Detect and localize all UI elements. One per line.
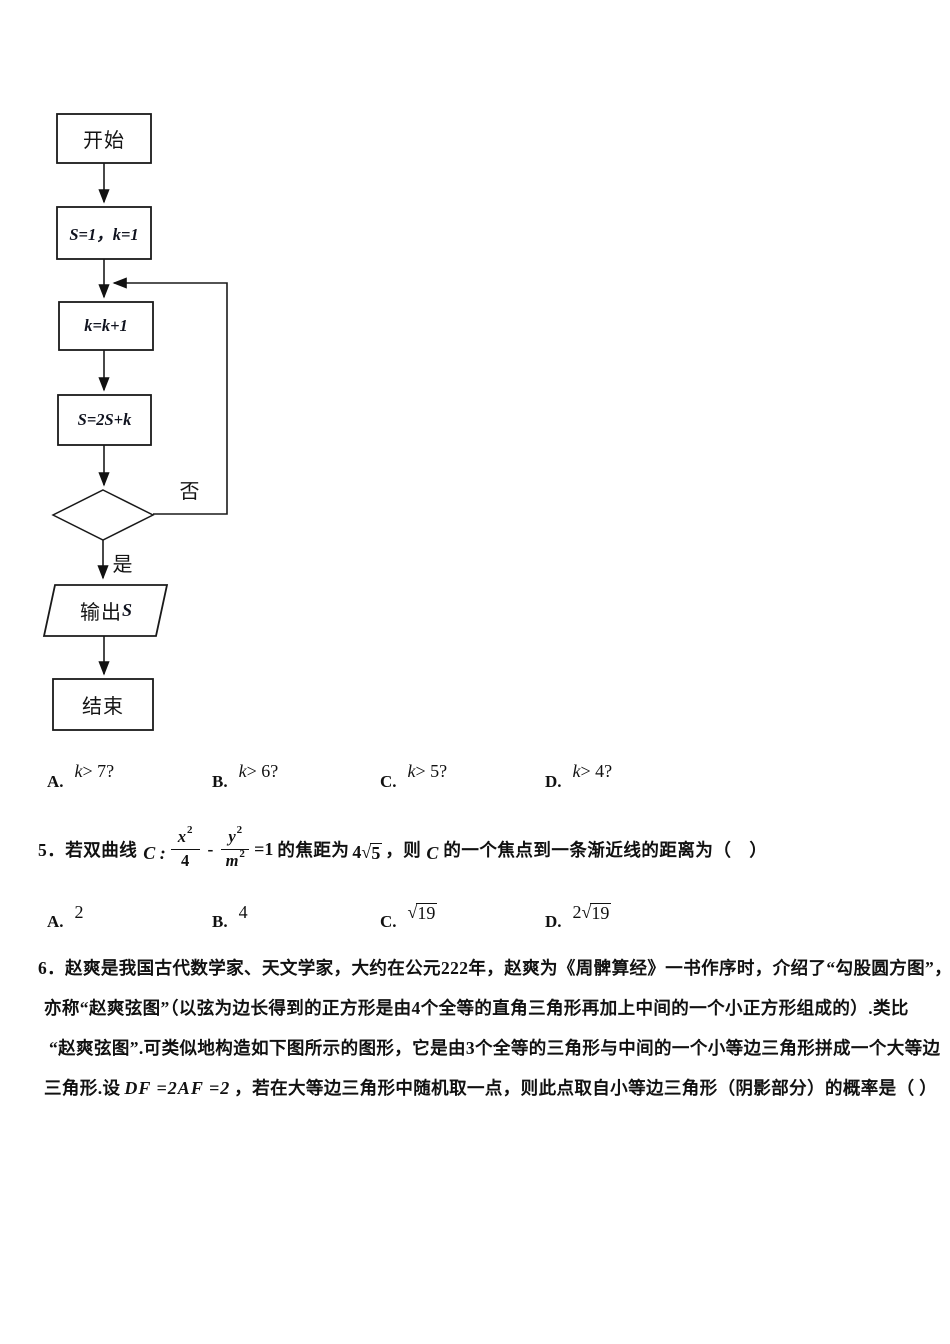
flowchart-no-label: 否 <box>179 480 201 503</box>
q5-focal-pre: 4√ <box>352 842 372 863</box>
q4-option-a-rest: > 7? <box>82 761 115 781</box>
q4-option-d-label: D. <box>545 772 562 791</box>
q5-focal-distance: 4√5 <box>352 842 383 864</box>
feedback-loop-line <box>112 277 228 515</box>
q5-frac1-var: x <box>177 827 186 846</box>
q5-option-b: B. 4 <box>212 892 248 930</box>
increment-box-shape <box>58 301 154 351</box>
output-parallelogram <box>42 584 169 637</box>
q4-option-c-var: k <box>407 761 416 781</box>
q5-option-d-label: D. <box>545 912 562 931</box>
q5-frac1-den: 4 <box>181 850 190 870</box>
flowchart-figure <box>42 113 228 731</box>
q4-option-b: B. k > 6? <box>212 756 278 790</box>
init-box-shape <box>56 206 152 260</box>
q5-minus-sign: - <box>207 838 214 859</box>
q4-option-a-label: A. <box>47 772 64 791</box>
q5-stem-post: 的一个焦点到一条渐近线的距离为（ ） <box>443 839 768 860</box>
q5-option-c-radicand: 19 <box>416 903 438 924</box>
q5-curve-name: C : <box>143 842 166 863</box>
q5-frac1-exp: 2 <box>187 824 193 836</box>
q5-option-b-value: 4 <box>238 902 248 922</box>
q4-option-a: A. k > 7? <box>47 756 114 790</box>
q6-line-2: 亦称“赵爽弦图”（以弦为边长得到的正方形是由4个全等的直角三角形再加上中间的一个… <box>44 998 909 1018</box>
q5-option-d-radicand: 19 <box>590 903 612 924</box>
flowchart-output-text: 输出 <box>79 602 122 624</box>
q5-stem-then: ，则 <box>385 839 422 860</box>
q5-frac2-den-exp: 2 <box>239 847 245 860</box>
q6-line-1: 6．赵爽是我国古代数学家、天文学家，大约在公元222年，赵爽为《周髀算经》一书作… <box>38 958 950 978</box>
q4-option-a-var: k <box>74 761 83 781</box>
q5-option-c-label: C. <box>380 912 397 931</box>
q5-frac2-var: y <box>228 827 236 846</box>
q5-equals-one: =1 <box>254 838 274 859</box>
accumulate-box-shape <box>57 394 152 446</box>
q5-option-d-sqrt: 2√ <box>572 902 592 923</box>
q4-option-d-var: k <box>572 761 581 781</box>
q5-curve-var: C <box>426 842 439 863</box>
flowchart-yes-label: 是 <box>112 553 134 576</box>
q6-line-4-post: ，若在大等边三角形中随机取一点，则此点取自小等边三角形（阴影部分）的概率是（ ） <box>234 1078 938 1098</box>
q5-frac2-den-var: m <box>225 850 239 870</box>
q5-option-a: A. 2 <box>47 892 84 930</box>
flowchart-start-label: 开始 <box>83 130 125 152</box>
q6-line-4-pre: 三角形.设 <box>44 1078 121 1098</box>
flowchart-increment-label: k=k+1 <box>84 316 128 335</box>
q5-frac2-exp: 2 <box>236 824 243 836</box>
q5-option-b-label: B. <box>212 912 228 931</box>
q4-option-b-var: k <box>238 761 247 781</box>
end-box-shape <box>52 678 154 731</box>
flowchart-accumulate-label: S=2S+k <box>77 410 132 429</box>
q5-option-d: D. 2√19 <box>545 892 612 931</box>
q6-line-4-math: DF =2AF =2 <box>124 1078 231 1098</box>
q4-option-c: C. k > 5? <box>380 756 447 790</box>
q5-focal-radicand: 5 <box>370 843 383 864</box>
flowchart-output-var: S <box>121 600 132 620</box>
q5-option-a-label: A. <box>47 912 64 931</box>
flowchart-end-label: 结束 <box>82 696 124 718</box>
q4-option-d-rest: > 4? <box>580 761 613 781</box>
q5-stem-mid: 的焦距为 <box>277 839 350 860</box>
q6-stem: 6．赵爽是我国古代数学家、天文学家，大约在公元222年，赵爽为《周髀算经》一书作… <box>38 948 950 1108</box>
decision-diamond <box>51 489 155 541</box>
q4-option-c-label: C. <box>380 772 397 791</box>
q4-option-c-rest: > 5? <box>415 761 448 781</box>
q5-option-c: C. √19 <box>380 892 438 931</box>
q5-option-a-value: 2 <box>74 902 84 922</box>
q6-line-3: “赵爽弦图”.可类似地构造如下图所示的图形，它是由3个全等的三角形与中间的一个小… <box>49 1038 941 1058</box>
start-box-shape <box>56 113 152 164</box>
q4-option-d: D. k > 4? <box>545 756 612 790</box>
flowchart-init-label: S=1，k=1 <box>69 225 139 244</box>
q4-option-b-label: B. <box>212 772 228 791</box>
q4-option-b-rest: > 6? <box>246 761 279 781</box>
q5-stem-pre: 5．若双曲线 <box>38 839 138 860</box>
q5-option-c-sqrt: √ <box>407 902 418 923</box>
